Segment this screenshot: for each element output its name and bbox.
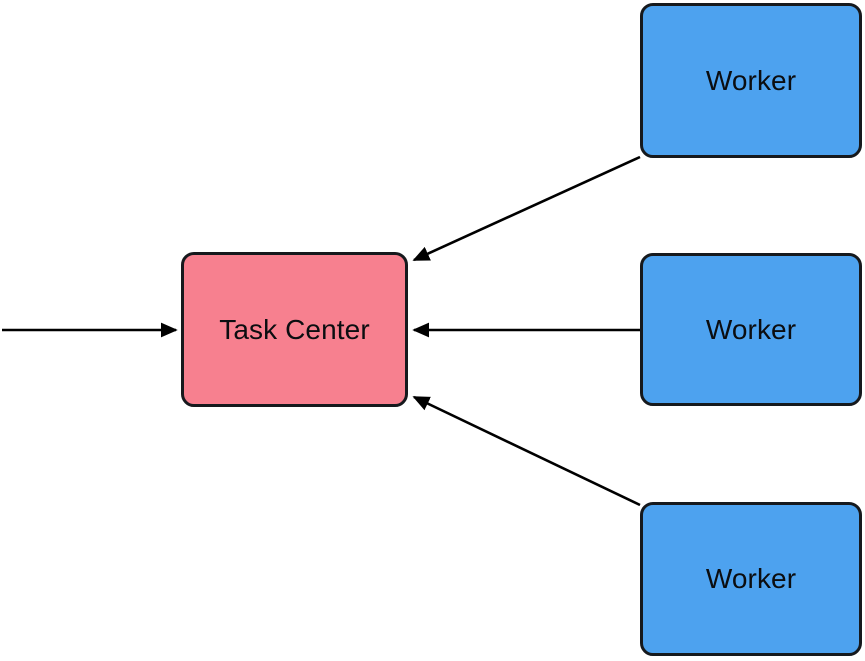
node-worker-2-label: Worker	[705, 313, 797, 345]
edge-worker-3-to-task-center	[412, 395, 641, 507]
node-task-center[interactable]: Task Center	[181, 252, 408, 407]
node-worker-2[interactable]: Worker	[640, 253, 862, 406]
node-task-center-label: Task Center	[219, 313, 370, 345]
node-worker-3[interactable]: Worker	[640, 502, 862, 656]
node-worker-1[interactable]: Worker	[640, 3, 862, 158]
edge-worker-1-to-task-center	[412, 155, 641, 262]
node-worker-1-label: Worker	[705, 64, 797, 96]
node-worker-3-label: Worker	[705, 563, 797, 594]
